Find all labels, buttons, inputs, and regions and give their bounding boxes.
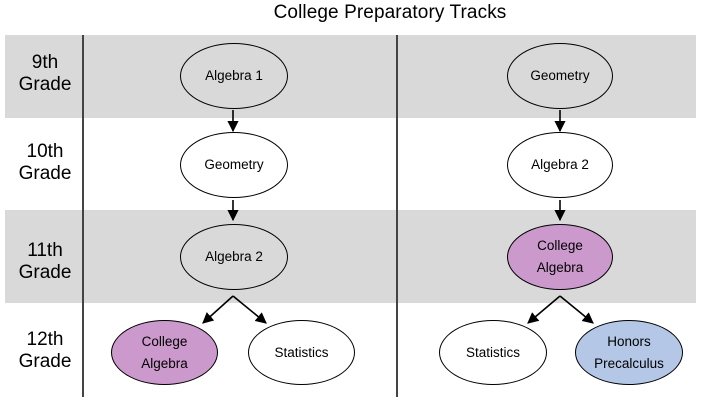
- course-node-label: Statistics: [465, 344, 520, 360]
- course-node-label-line2: Precalculus: [594, 355, 664, 371]
- grade-label-10-line2: Grade: [18, 163, 72, 184]
- track-divider: [396, 35, 398, 397]
- course-node-label-line1: College: [537, 238, 583, 253]
- label-column-divider: [82, 35, 84, 397]
- grade-label-10: 10th Grade: [5, 141, 85, 185]
- course-node-label-line2: Algebra: [536, 260, 584, 275]
- course-node-label-line1: College: [141, 333, 188, 349]
- grade-label-9: 9th Grade: [5, 52, 85, 96]
- arrow-t1-11-12b: [232, 295, 267, 324]
- diagram-title: College Preparatory Tracks: [273, 2, 507, 23]
- grade-label-12: 12th Grade: [5, 329, 85, 373]
- course-node-label: Statistics: [274, 344, 329, 360]
- course-node-label: Algebra 2: [205, 249, 263, 264]
- course-node-t2-statistics: Statistics: [439, 320, 547, 385]
- course-node-t2-college-algebra: College Algebra: [507, 224, 613, 290]
- course-node-t2-honors-precalculus: Honors Precalculus: [575, 320, 683, 385]
- grade-label-9-line1: 9th: [31, 52, 59, 73]
- course-node-label-line1: Honors: [607, 333, 651, 349]
- arrow-t1-11-12a: [202, 295, 234, 324]
- course-node-label: Algebra 1: [205, 68, 263, 83]
- course-node-label: Algebra 2: [531, 157, 589, 172]
- grade-label-10-line1: 10th: [26, 141, 64, 162]
- grade-label-9-line2: Grade: [18, 74, 72, 95]
- course-node-t1-statistics: Statistics: [248, 320, 355, 385]
- course-node-t1-algebra-1: Algebra 1: [180, 43, 288, 109]
- course-node-t1-college-algebra: College Algebra: [111, 320, 218, 385]
- grade-label-11: 11th Grade: [5, 240, 85, 284]
- course-node-t1-algebra-2: Algebra 2: [180, 224, 288, 290]
- course-node-t1-geometry: Geometry: [180, 132, 288, 198]
- arrow-t2-11-12b: [559, 295, 594, 324]
- grade-label-12-line1: 12th: [26, 329, 64, 350]
- course-node-label: Geometry: [204, 157, 264, 172]
- arrow-t2-11-12a: [527, 295, 561, 324]
- grade-label-12-line2: Grade: [18, 351, 72, 372]
- grade-label-11-line2: Grade: [18, 262, 72, 283]
- course-node-label-line2: Algebra: [141, 355, 188, 371]
- course-node-t2-algebra-2: Algebra 2: [507, 132, 613, 198]
- course-node-t2-geometry: Geometry: [507, 43, 613, 109]
- course-node-label: Geometry: [530, 68, 590, 83]
- grade-label-11-line1: 11th: [27, 240, 63, 261]
